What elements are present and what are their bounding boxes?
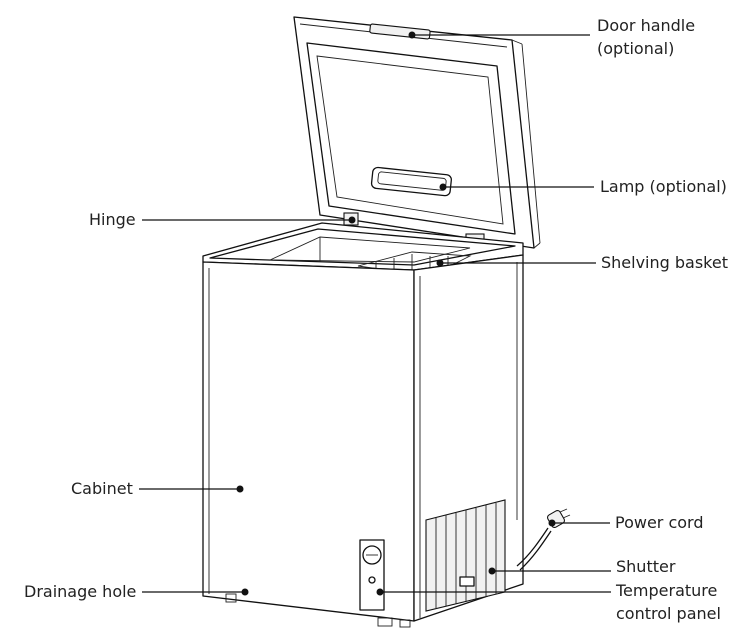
label-hinge: Hinge xyxy=(89,210,136,229)
label-temperature-line1: Temperature xyxy=(615,581,717,600)
callout-door-handle: Door handle (optional) xyxy=(408,16,695,58)
label-drainage-hole: Drainage hole xyxy=(24,582,136,601)
callout-shutter: Shutter xyxy=(488,557,676,576)
temperature-control-panel xyxy=(359,539,385,611)
callout-drainage-hole: Drainage hole xyxy=(24,582,249,601)
label-shutter: Shutter xyxy=(616,557,676,576)
callout-lamp: Lamp (optional) xyxy=(439,177,727,196)
callout-cabinet: Cabinet xyxy=(71,479,244,498)
label-shelving-basket: Shelving basket xyxy=(601,253,728,272)
callout-shelving-basket: Shelving basket xyxy=(436,253,728,272)
label-lamp: Lamp (optional) xyxy=(600,177,727,196)
callout-power-cord: Power cord xyxy=(548,513,704,532)
label-door-handle-line2: (optional) xyxy=(597,39,674,58)
label-cabinet: Cabinet xyxy=(71,479,133,498)
callout-hinge: Hinge xyxy=(89,210,356,229)
shutter xyxy=(425,499,506,612)
label-power-cord: Power cord xyxy=(615,513,704,532)
callout-temperature-control-panel: Temperature control panel xyxy=(376,581,721,623)
lamp xyxy=(370,166,452,197)
power-cord xyxy=(516,508,571,571)
label-temperature-line2: control panel xyxy=(616,604,721,623)
freezer-lid xyxy=(293,16,541,249)
label-door-handle-line1: Door handle xyxy=(597,16,695,35)
